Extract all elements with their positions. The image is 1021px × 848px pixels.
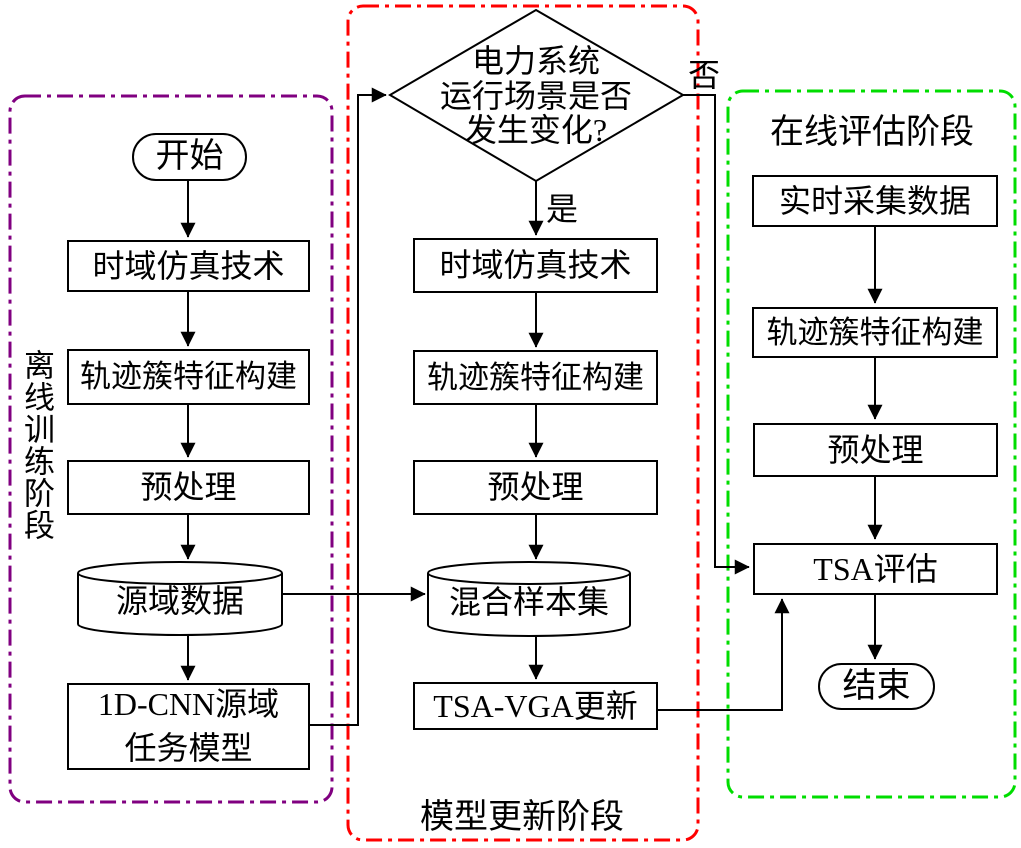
online-stage-panel	[726, 89, 1017, 799]
decision-yes-label: 是	[546, 191, 579, 227]
tsa-evaluation-box: TSA评估	[753, 543, 998, 595]
update-stage-label: 模型更新阶段	[420, 799, 624, 836]
decision-diamond-label: 电力系统 运行场景是否 发生变化?	[410, 42, 662, 150]
offline-step-trajectory-feature: 轨迹簇特征构建	[67, 349, 310, 405]
update-step-trajectory-feature: 轨迹簇特征构建	[413, 350, 658, 405]
mixed-sample-cylinder-shape	[427, 561, 631, 637]
decision-line3: 发生变化?	[464, 112, 608, 149]
source-data-cylinder-shape	[77, 561, 283, 636]
decision-line1: 电力系统	[471, 43, 600, 80]
source-data-datastore-label: 源域数据	[115, 583, 244, 619]
start-terminal: 开始	[132, 133, 247, 181]
decision-no-label: 否	[688, 57, 721, 93]
update-stage-panel	[346, 4, 700, 842]
offline-model-line2: 任务模型	[124, 729, 253, 766]
mixed-sample-datastore-label: 混合样本集	[448, 584, 609, 620]
offline-stage-label: 离线训练阶段	[19, 349, 54, 541]
offline-step-preprocessing: 预处理	[67, 460, 310, 515]
offline-step-time-domain-simulation: 时域仿真技术	[67, 240, 310, 292]
edge-tsavga-to-tsaeval	[658, 598, 790, 711]
flow-connectors	[180, 87, 883, 726]
end-terminal: 结束	[818, 663, 935, 710]
offline-model-box: 1D-CNN源域 任务模型	[67, 683, 310, 770]
decision-line2: 运行场景是否	[439, 77, 632, 114]
update-step-preprocessing: 预处理	[413, 460, 658, 515]
online-step-realtime-data: 实时采集数据	[752, 175, 998, 227]
offline-stage-panel	[8, 94, 334, 804]
update-step-time-domain-simulation: 时域仿真技术	[413, 238, 658, 293]
online-step-preprocessing: 预处理	[753, 423, 998, 477]
edge-model-to-decision	[310, 87, 387, 726]
online-step-trajectory-feature: 轨迹簇特征构建	[752, 307, 998, 358]
tsa-vga-update-box: TSA-VGA更新	[413, 682, 658, 730]
edge-decision-no	[683, 94, 750, 575]
offline-model-line1: 1D-CNN源域	[97, 686, 280, 723]
online-stage-label: 在线评估阶段	[770, 114, 974, 151]
